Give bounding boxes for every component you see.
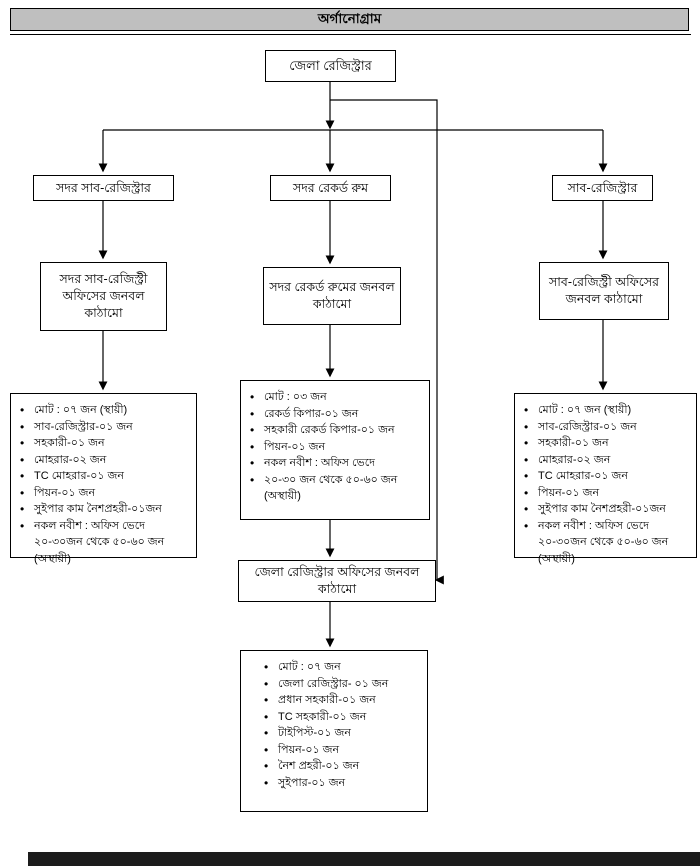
list-item: মোট : ০৩ জন [247,388,424,405]
footer-bar [28,852,700,866]
list-item: নকল নবীশ : অফিস ভেদে ২০-৩০জন থেকে ৫০-৬০ … [521,517,691,568]
page-title-text: অর্গানোগ্রাম [317,11,382,26]
list-item: ২০-৩০ জন থেকে ৫০-৬০ জন (অস্থায়ী) [247,471,424,505]
page-title: অর্গানোগ্রাম [10,8,689,31]
staff-list: মোট : ০৭ জন জেলা রেজিস্ট্রার- ০১ জন প্রধ… [261,658,422,791]
list-item: সহকারী রেকর্ড কিপার-০১ জন [247,421,424,438]
list-item: জেলা রেজিস্ট্রার- ০১ জন [261,675,422,692]
list-item: মোট : ০৭ জন [261,658,422,675]
staff-list-sub-registry: মোট : ০৭ জন (স্থায়ী) সাব-রেজিস্ট্রার-০১… [514,393,697,565]
list-item: মোহরার-০২ জন [17,451,191,468]
list-item: সাব-রেজিস্ট্রার-০১ জন [521,418,691,435]
list-item: মোট : ০৭ জন (স্থায়ী) [521,401,691,418]
org-box-sub-registrar: সাব-রেজিস্ট্রার [552,175,653,201]
list-item: পিয়ন-০১ জন [261,741,422,758]
org-box-sadar-record-room-label: সদর রেকর্ড রুম [292,180,369,195]
list-item: সহকারী-০১ জন [521,434,691,451]
staff-list: মোট : ০৭ জন (স্থায়ী) সাব-রেজিস্ট্রার-০১… [521,401,691,568]
org-box-sub-registry-structure-label: সাব-রেজিস্ট্রী অফিসের জনবল কাঠামো [549,275,659,306]
list-item: সুইপার কাম নৈশপ্রহরী-০১জন [17,500,191,517]
org-box-record-room-structure-label: সদর রেকর্ড রুমের জনবল কাঠামো [269,280,395,311]
org-box-sadar-sub-registry-structure-label: সদর সাব-রেজিস্ট্রী অফিসের জনবল কাঠামো [59,272,148,320]
list-item: পিয়ন-০১ জন [247,438,424,455]
list-item: পিয়ন-০১ জন [521,484,691,501]
list-item: রেকর্ড কিপার-০১ জন [247,405,424,422]
org-box-record-room-structure: সদর রেকর্ড রুমের জনবল কাঠামো [263,267,401,325]
staff-list: মোট : ০৭ জন (স্থায়ী) সাব-রেজিস্ট্রার-০১… [17,401,191,568]
list-item: পিয়ন-০১ জন [17,484,191,501]
org-box-district-office-structure: জেলা রেজিস্ট্রার অফিসের জনবল কাঠামো [238,560,436,602]
list-item: সুইপার-০১ জন [261,774,422,791]
list-item: TC সহকারী-০১ জন [261,708,422,725]
list-item: সাব-রেজিস্ট্রার-০১ জন [17,418,191,435]
org-box-district-registrar-label: জেলা রেজিস্ট্রার [289,58,372,74]
header-underline [10,34,691,35]
org-box-sadar-record-room: সদর রেকর্ড রুম [270,175,391,201]
staff-list-district-office: মোট : ০৭ জন জেলা রেজিস্ট্রার- ০১ জন প্রধ… [240,650,428,812]
org-box-district-registrar: জেলা রেজিস্ট্রার [265,50,396,82]
org-box-sub-registrar-label: সাব-রেজিস্ট্রার [567,180,638,195]
list-item: মোহরার-০২ জন [521,451,691,468]
org-box-sadar-sub-registrar-label: সদর সাব-রেজিস্ট্রার [56,180,151,195]
list-item: TC মোহরার-০১ জন [521,467,691,484]
org-box-sadar-sub-registry-structure: সদর সাব-রেজিস্ট্রী অফিসের জনবল কাঠামো [40,262,167,331]
org-box-sadar-sub-registrar: সদর সাব-রেজিস্ট্রার [33,175,174,201]
org-box-district-office-structure-label: জেলা রেজিস্ট্রার অফিসের জনবল কাঠামো [254,565,420,596]
list-item: মোট : ০৭ জন (স্থায়ী) [17,401,191,418]
list-item: নকল নবীশ : অফিস ভেদে [247,454,424,471]
list-item: প্রধান সহকারী-০১ জন [261,691,422,708]
list-item: নকল নবীশ : অফিস ভেদে ২০-৩০জন থেকে ৫০-৬০ … [17,517,191,568]
list-item: টাইপিস্ট-০১ জন [261,724,422,741]
list-item: সুইপার কাম নৈশপ্রহরী-০১জন [521,500,691,517]
staff-list: মোট : ০৩ জন রেকর্ড কিপার-০১ জন সহকারী রে… [247,388,424,505]
list-item: সহকারী-০১ জন [17,434,191,451]
list-item: TC মোহরার-০১ জন [17,467,191,484]
staff-list-sadar-sub-registry: মোট : ০৭ জন (স্থায়ী) সাব-রেজিস্ট্রার-০১… [10,393,197,565]
staff-list-record-room: মোট : ০৩ জন রেকর্ড কিপার-০১ জন সহকারী রে… [240,380,430,520]
list-item: নৈশ প্রহরী-০১ জন [261,757,422,774]
org-box-sub-registry-structure: সাব-রেজিস্ট্রী অফিসের জনবল কাঠামো [539,262,669,320]
